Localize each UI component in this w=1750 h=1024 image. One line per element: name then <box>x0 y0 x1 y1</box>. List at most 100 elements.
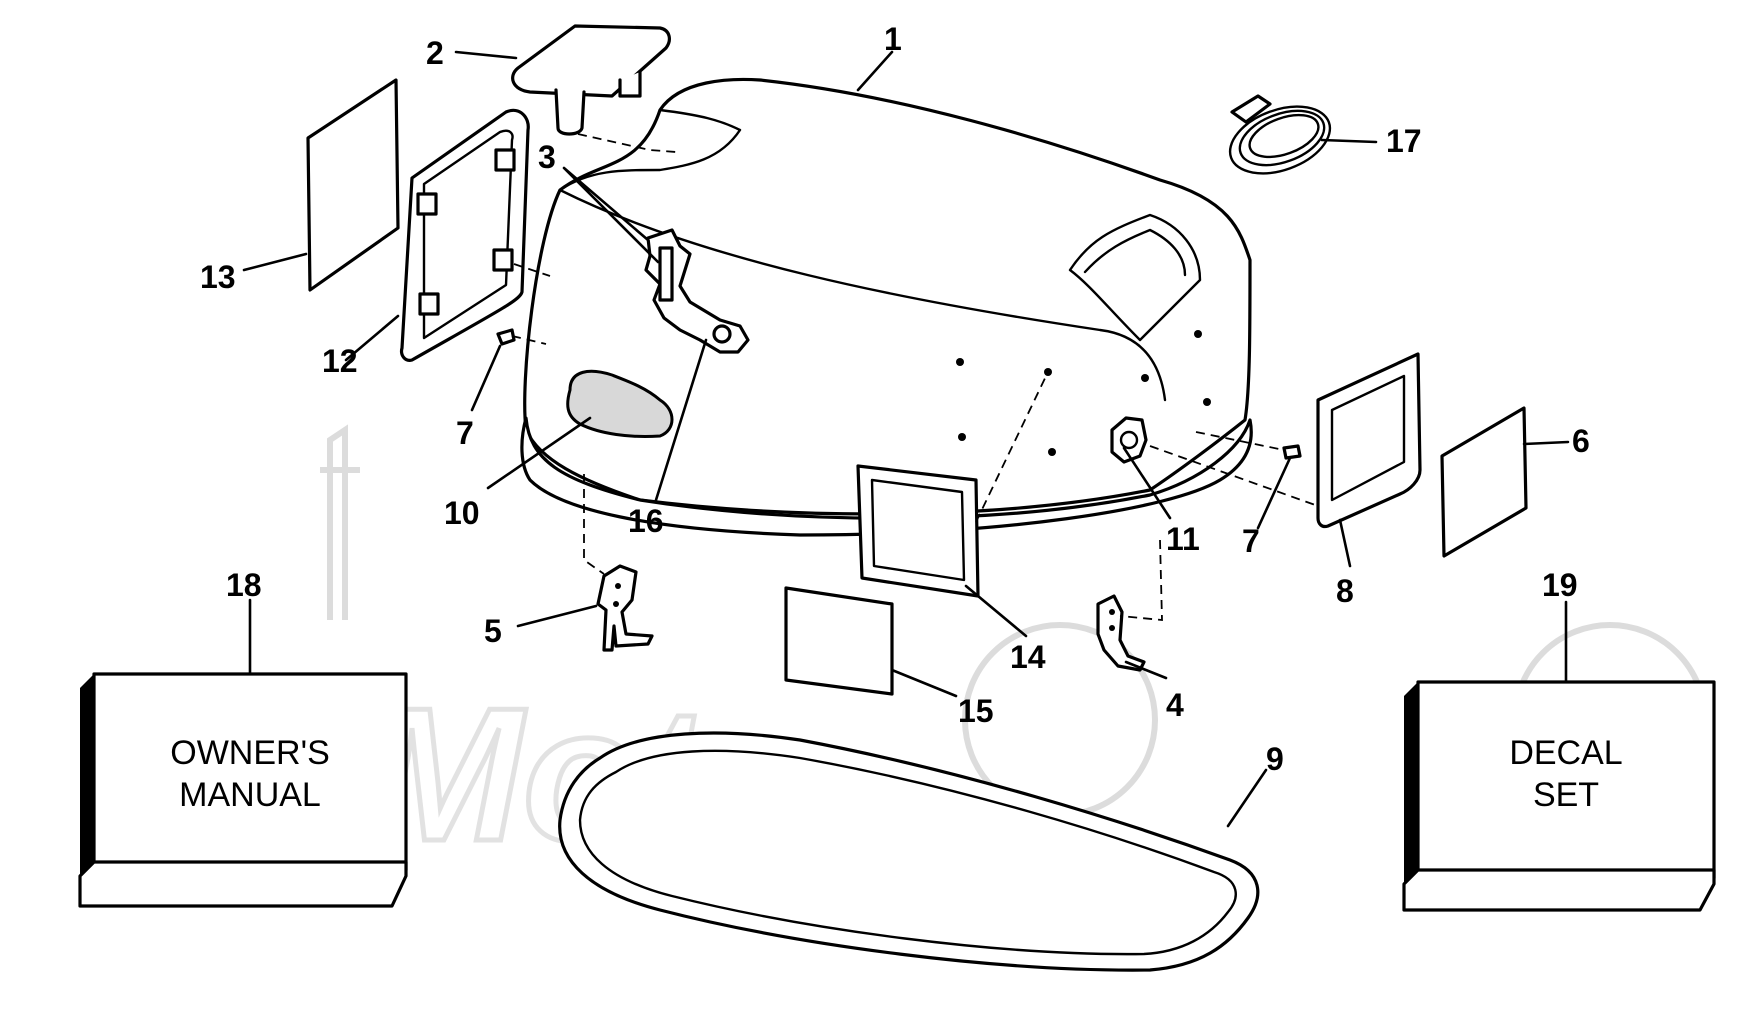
callout-13: 13 <box>200 259 236 295</box>
leader-7b <box>1256 456 1292 530</box>
leader-8 <box>1338 518 1352 568</box>
leader-6 <box>1522 440 1570 446</box>
callout-numbers: 1 2 3 4 5 6 7 7 8 9 10 11 12 13 14 15 16… <box>200 21 1590 777</box>
leader-9 <box>1226 768 1268 828</box>
front-frame-inner <box>870 478 966 582</box>
right-decal-sheet <box>1440 406 1528 558</box>
cap <box>511 24 671 136</box>
callout-19: 19 <box>1542 567 1578 603</box>
right-bracket <box>1096 594 1146 672</box>
frame-lug <box>492 248 514 272</box>
decal-set-line2: SET <box>1533 776 1599 814</box>
callout-7-left: 7 <box>456 415 474 451</box>
left-bracket <box>596 564 654 652</box>
cover-seal <box>558 731 1260 972</box>
dash-line <box>511 335 547 345</box>
bracket-hole <box>615 583 621 589</box>
owners-manual-line1: OWNER'S <box>170 734 330 772</box>
callout-18: 18 <box>226 567 262 603</box>
foam-pad <box>566 369 674 438</box>
cable-coil <box>1248 113 1320 159</box>
grommet-body <box>1110 416 1148 464</box>
screw-left <box>496 328 516 346</box>
right-frame-outer <box>1316 352 1422 529</box>
leader-3 <box>562 166 660 264</box>
latch-screw <box>712 324 732 344</box>
callout-15: 15 <box>958 693 994 729</box>
leader-17 <box>1320 138 1378 144</box>
box-side <box>80 674 94 876</box>
grommet-hole <box>1119 430 1139 450</box>
dash-line <box>513 263 551 277</box>
cover-hole <box>1048 448 1056 456</box>
cover-hole <box>956 358 964 366</box>
leader-10 <box>486 416 592 490</box>
callout-4: 4 <box>1166 687 1184 723</box>
front-frame <box>856 464 980 598</box>
dash-line <box>1119 539 1163 621</box>
callout-7-right: 7 <box>1242 523 1260 559</box>
bracket-hole <box>1109 625 1115 631</box>
cable-coil <box>1228 105 1332 175</box>
bracket-body <box>596 564 654 652</box>
latch-bolt <box>658 246 674 302</box>
seal-outer <box>558 731 1260 972</box>
leader-4 <box>1124 660 1168 680</box>
cover-rear-recess <box>1068 213 1202 342</box>
grommet <box>1110 416 1148 464</box>
bracket-hole <box>613 601 619 607</box>
dash-line <box>975 371 1049 523</box>
leader-7a <box>470 344 502 412</box>
callout-1: 1 <box>884 21 902 57</box>
leader-12 <box>344 314 400 362</box>
callout-11: 11 <box>1166 521 1200 557</box>
decal-set-line1: DECAL <box>1509 734 1622 772</box>
cover-hole <box>1141 374 1149 382</box>
leader-11 <box>1122 446 1172 520</box>
bracket-body <box>1096 594 1146 672</box>
box-front <box>1416 680 1716 880</box>
leader-5 <box>516 604 598 628</box>
callout-2: 2 <box>426 35 444 71</box>
cover-front-recess <box>558 108 742 192</box>
cover-rear-recess-inner <box>1083 228 1187 277</box>
callout-12: 12 <box>322 343 358 379</box>
callout-17: 17 <box>1386 123 1422 159</box>
engine-cover <box>520 77 1253 537</box>
cable-assembly <box>1228 94 1332 175</box>
frame-lug <box>418 292 440 316</box>
screw-head <box>496 328 516 346</box>
left-frame-inner <box>422 129 514 340</box>
dash-line <box>577 133 677 153</box>
leader-14 <box>964 584 1028 638</box>
left-decal-sheet <box>306 78 400 292</box>
leader-13 <box>242 252 308 272</box>
left-frame <box>399 108 530 362</box>
watermark-tower <box>320 424 360 620</box>
cable-coil <box>1238 109 1326 167</box>
bracket-hole <box>1109 609 1115 615</box>
cover-lower-rim <box>520 416 1253 537</box>
cap-top <box>511 24 671 98</box>
box-bottom <box>1402 868 1716 912</box>
callout-10: 10 <box>444 495 480 531</box>
cover-hole <box>1203 398 1211 406</box>
latch-plate <box>644 228 750 354</box>
cap-post <box>554 88 586 136</box>
leader-16 <box>654 338 708 502</box>
cover-hole <box>1194 330 1202 338</box>
callout-5: 5 <box>484 613 502 649</box>
callout-9: 9 <box>1266 741 1284 777</box>
callout-16: 16 <box>628 503 664 539</box>
cover-hole <box>958 433 966 441</box>
box-side <box>1404 682 1418 884</box>
right-frame <box>1316 352 1422 529</box>
front-decal-sheet <box>784 586 894 696</box>
leader-2 <box>454 50 518 60</box>
decal-set-box: DECAL SET <box>1402 680 1716 912</box>
owners-manual-box: OWNER'S MANUAL <box>78 672 408 908</box>
callout-3: 3 <box>538 139 556 175</box>
assembly-lines <box>511 133 1319 621</box>
leader-15 <box>890 668 958 698</box>
